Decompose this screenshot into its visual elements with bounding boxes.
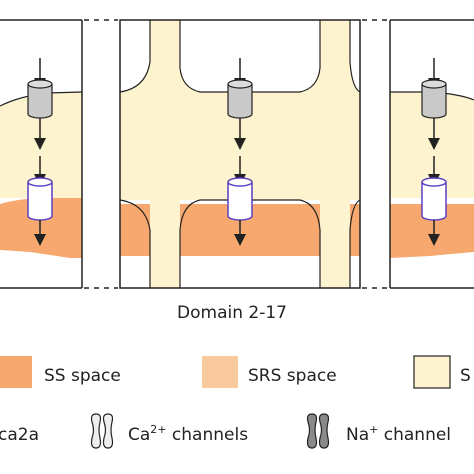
ryr-channel-icon (27, 58, 53, 150)
legend: SS space SRS space S ca2a Ca2+ channels … (0, 355, 471, 449)
middle-domain-panel (119, 19, 361, 289)
left-domain-panel (0, 19, 83, 289)
ryr-channel-icon (227, 58, 253, 150)
na-channel-icon (306, 413, 330, 449)
ca-channels-label: Ca2+ channels (128, 423, 248, 445)
cytosol-swatch (413, 355, 451, 389)
ss-space-swatch (0, 356, 32, 388)
srs-space-swatch (202, 356, 238, 388)
serca-pump-icon (421, 156, 447, 246)
na-channel-label: Na+ channel (346, 423, 451, 445)
srs-space-label: SRS space (248, 366, 337, 386)
right-domain-panel (389, 19, 474, 289)
ca-channel-icon (90, 413, 114, 449)
ryr-channel-icon (421, 58, 447, 150)
cytosol-label: S (460, 366, 471, 386)
domain-label: Domain 2-17 (177, 303, 287, 323)
serca-pump-icon (227, 156, 253, 246)
pump-label: ca2a (0, 425, 39, 445)
ss-space-label: SS space (44, 366, 121, 386)
serca-pump-icon (27, 156, 53, 246)
